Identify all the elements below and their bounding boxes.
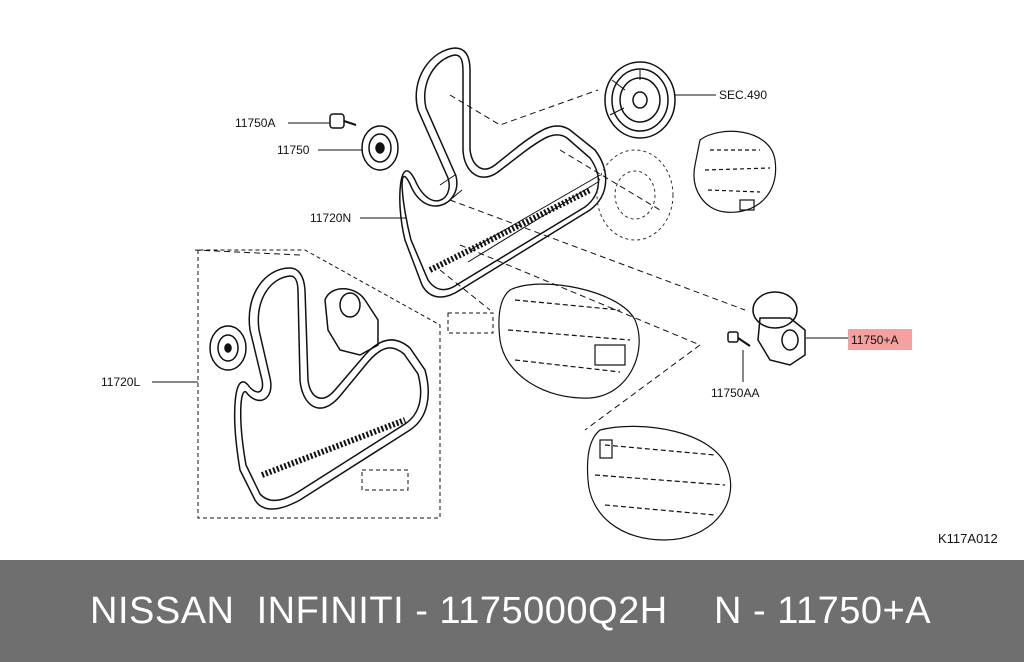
diagram-code: K117A012 [938,531,998,546]
parts-diagram: 11750A 11750 11720N SEC.490 11750+A 1175… [101,47,998,546]
callout-lines [152,94,848,383]
compressor-top-right [693,130,777,213]
leader-lines [194,89,746,431]
bolt-11750aa [727,331,751,347]
idler-pulley-11750 [361,125,399,171]
cooling-fan [596,149,674,241]
footer-reference: N - 11750+A [714,590,932,632]
pulley-sec490 [604,61,676,139]
lower-idler-pulley [209,325,247,371]
label-11750: 11750 [277,143,310,157]
compressor-bottom [586,425,732,541]
bolt-11750a [329,113,357,129]
compressor-center [498,283,640,399]
parts-diagram-svg: 11750A 11750 11720N SEC.490 11750+A 1175… [101,47,998,546]
dashed-boxes [197,249,494,519]
footer-bar: NISSAN INFINITI - 1175000Q2H N - 11750+A [0,560,1024,662]
part-highlight [848,329,912,350]
footer-part-number: NISSAN INFINITI - 1175000Q2H [90,590,668,632]
belt-11720l [233,267,429,510]
belt-11720n [399,47,607,298]
label-11720l: 11720L [101,375,140,389]
tensioner-11750-a [752,291,806,366]
label-11750-a: 11750+A [851,333,899,347]
lower-tensioner [324,288,379,356]
label-11750aa: 11750AA [711,386,760,400]
label-sec490: SEC.490 [719,88,767,102]
label-11720n: 11720N [310,211,351,225]
label-11750a: 11750A [235,116,275,130]
